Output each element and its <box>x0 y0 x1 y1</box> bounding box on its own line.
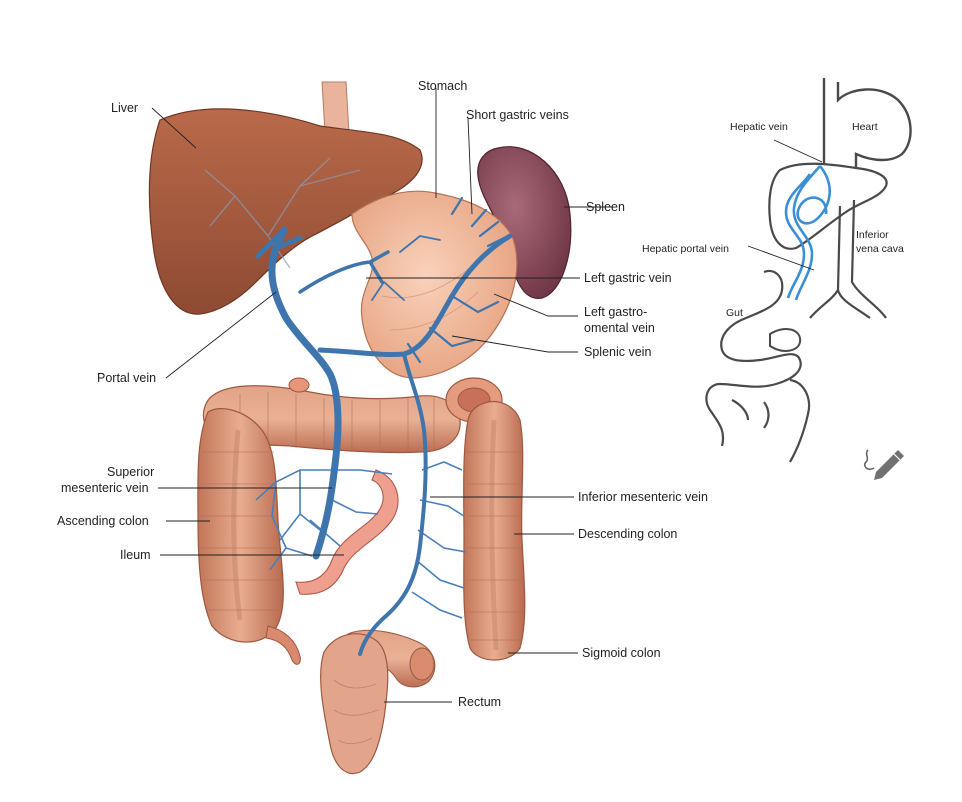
label-ascending-colon: Ascending colon <box>57 514 149 528</box>
pencil-edit-icon[interactable] <box>865 450 904 480</box>
label-inset-heart: Heart <box>852 121 878 133</box>
label-inset-hepatic-portal-vein: Hepatic portal vein <box>642 243 729 255</box>
label-ileum: Ileum <box>120 548 151 562</box>
label-inset-hepatic-vein: Hepatic vein <box>730 121 788 133</box>
label-inset-gut: Gut <box>726 307 743 319</box>
label-left-gastroomental-2: omental vein <box>584 321 655 335</box>
label-superior-mesenteric-1: Superior <box>107 465 154 479</box>
label-inset-ivc-1: Inferior <box>856 229 889 241</box>
label-short-gastric-veins: Short gastric veins <box>466 108 569 122</box>
appendix <box>266 626 300 664</box>
label-inset-ivc-2: vena cava <box>856 243 904 255</box>
label-left-gastric-vein: Left gastric vein <box>584 271 672 285</box>
ileum <box>296 470 398 594</box>
label-splenic-vein: Splenic vein <box>584 345 651 359</box>
label-rectum: Rectum <box>458 695 501 709</box>
label-left-gastroomental-1: Left gastro- <box>584 305 647 319</box>
label-stomach: Stomach <box>418 79 467 93</box>
label-spleen: Spleen <box>586 200 625 214</box>
label-sigmoid-colon: Sigmoid colon <box>582 646 661 660</box>
label-liver: Liver <box>111 101 138 115</box>
sigmoid-cut <box>410 648 434 680</box>
label-superior-mesenteric-2: mesenteric vein <box>61 481 149 495</box>
inset-schematic: Hepatic vein Heart Inferior vena cava He… <box>642 78 911 462</box>
label-inferior-mesenteric-vein: Inferior mesenteric vein <box>578 490 708 504</box>
label-descending-colon: Descending colon <box>578 527 677 541</box>
label-portal-vein: Portal vein <box>97 371 156 385</box>
inset-gut-loop <box>770 329 800 351</box>
rectum <box>321 634 388 774</box>
stomach <box>352 191 517 378</box>
colon-stub-left <box>289 378 309 392</box>
inset-gut <box>706 271 809 462</box>
